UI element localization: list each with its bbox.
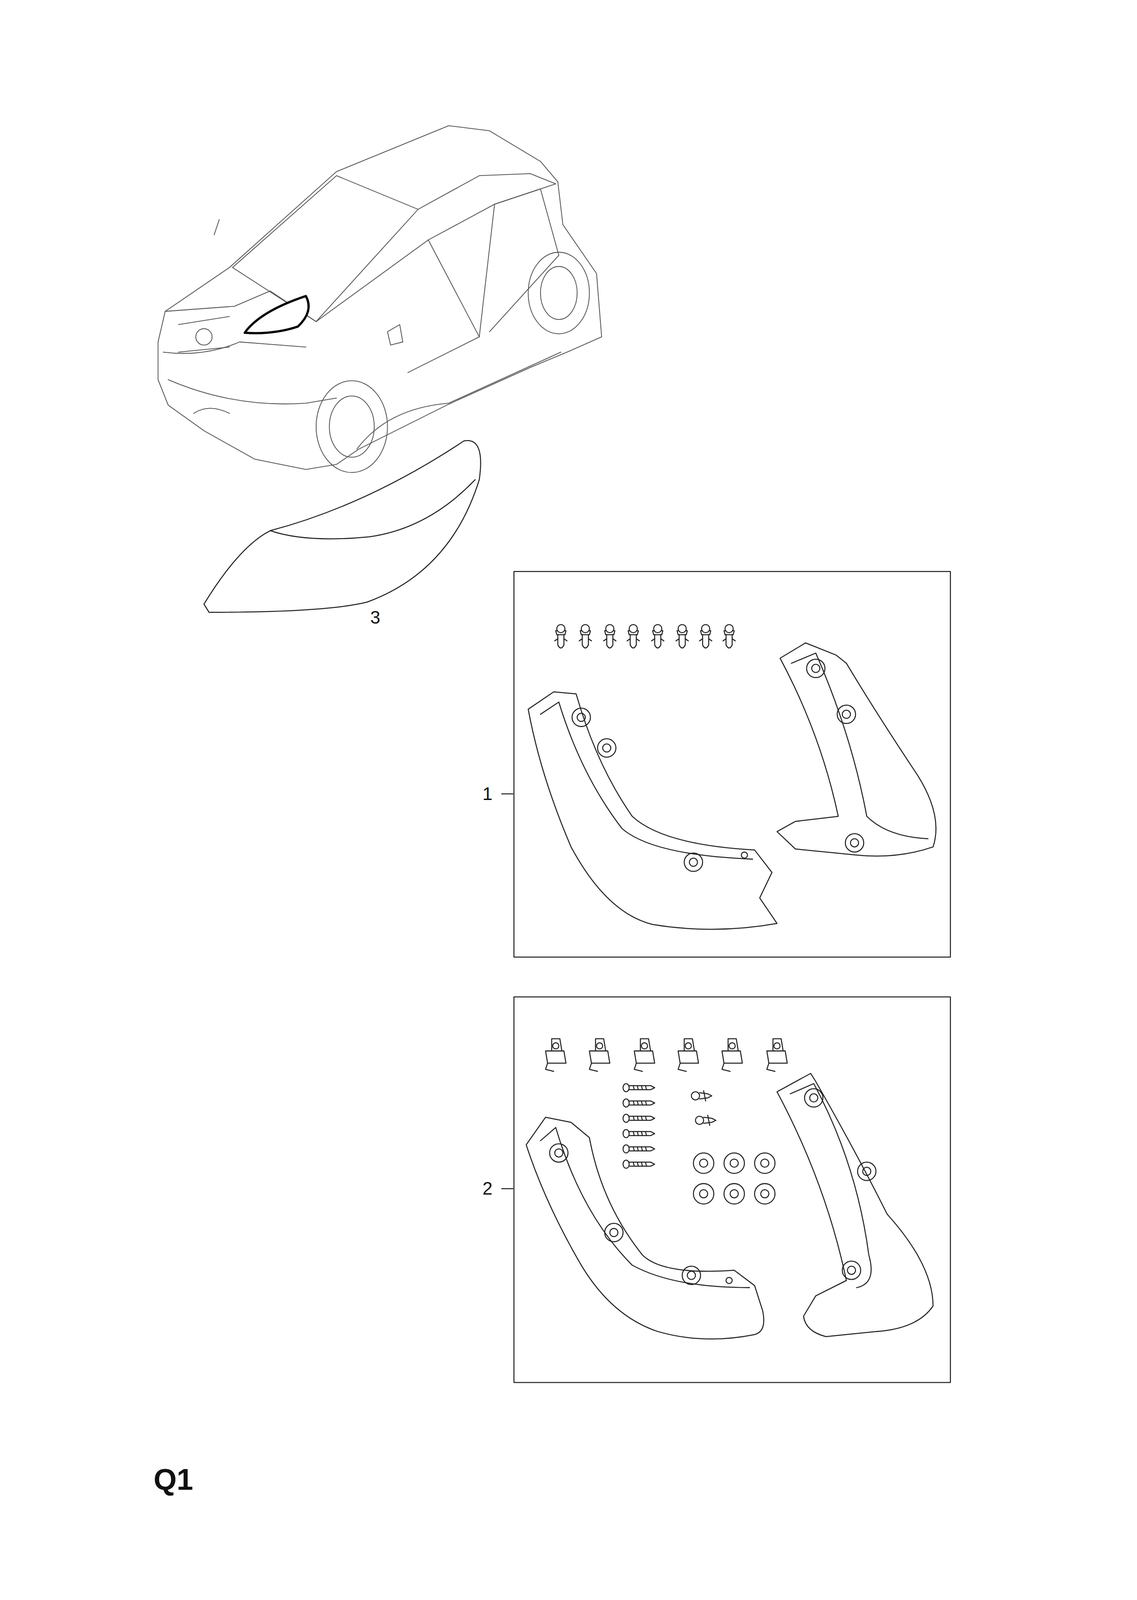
callout-number: 2 — [482, 1178, 493, 1197]
page-code: Q1 — [153, 1463, 193, 1494]
pins — [691, 1090, 716, 1125]
kit-frame — [514, 996, 951, 1383]
mudflap — [526, 1116, 764, 1339]
headlight-lens — [203, 440, 481, 613]
leader-line — [501, 792, 513, 794]
callout-number: 3 — [370, 608, 381, 627]
callout-number: 1 — [482, 784, 493, 803]
mudflap — [528, 691, 777, 930]
leader-line — [501, 1187, 513, 1189]
screws — [622, 1083, 655, 1168]
car-outline — [157, 125, 602, 473]
headlight-highlight — [244, 295, 309, 334]
mudflap — [777, 642, 936, 856]
washers — [693, 1152, 775, 1204]
clips — [545, 1038, 788, 1072]
kit-frame — [514, 571, 951, 957]
mudflap — [777, 1073, 934, 1337]
push-pins — [554, 624, 735, 648]
